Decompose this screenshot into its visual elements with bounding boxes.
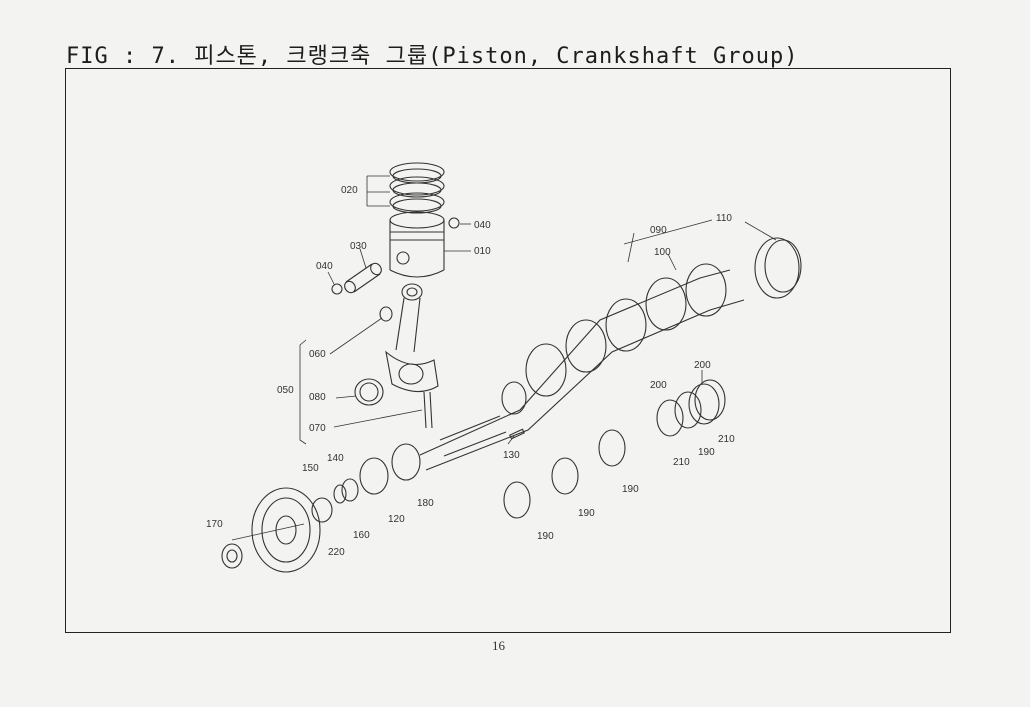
figure-title: FIG : 7. 피스톤, 크랭크축 그룹(Piston, Crankshaft…	[66, 44, 799, 69]
callout-210-right: 210	[718, 434, 735, 445]
callout-140: 140	[327, 453, 344, 464]
snap-ring-left-drawing	[331, 283, 343, 295]
connecting-rod-drawing	[354, 283, 439, 429]
callout-labels: 020 040 010 030 040 090 110 100 060 050 …	[206, 185, 735, 558]
callout-130: 130	[503, 450, 520, 461]
figure-frame	[65, 68, 951, 633]
callout-110: 110	[716, 213, 732, 224]
callout-200-top: 200	[694, 360, 711, 371]
callout-170: 170	[206, 519, 223, 530]
callout-120: 120	[388, 514, 405, 525]
callout-160: 160	[353, 530, 370, 541]
callout-190-mid: 190	[622, 484, 639, 495]
piston-rings-drawing	[389, 162, 445, 214]
callout-220: 220	[328, 547, 345, 558]
callout-190-lower: 190	[578, 508, 595, 519]
crankshaft-drawing	[419, 263, 745, 471]
callout-070: 070	[309, 423, 326, 434]
main-bearings-drawing	[503, 391, 702, 519]
callout-020: 020	[341, 185, 358, 196]
callout-100: 100	[654, 247, 671, 258]
callout-200-left: 200	[650, 380, 667, 391]
piston-drawing	[389, 211, 445, 278]
callout-150: 150	[302, 463, 319, 474]
page-number: 16	[492, 638, 505, 653]
piston-pin-drawing	[344, 262, 382, 294]
callout-190-bottom: 190	[537, 531, 554, 542]
thrust-washers-drawing	[688, 379, 726, 425]
callout-040-pin-ring: 040	[316, 261, 333, 272]
key-drawing	[509, 428, 525, 440]
snap-ring-right-drawing	[448, 217, 460, 229]
callout-030: 030	[350, 241, 367, 252]
callout-080: 080	[309, 392, 326, 403]
callout-010: 010	[474, 246, 491, 257]
callout-050: 050	[277, 385, 294, 396]
callout-040-snap-ring: 040	[474, 220, 491, 231]
callout-060: 060	[309, 349, 326, 360]
callout-180: 180	[417, 498, 434, 509]
callout-190-thrust: 190	[698, 447, 715, 458]
crank-gear-drawing	[333, 443, 421, 504]
callout-210-left: 210	[673, 457, 690, 468]
thrust-bearing-drawing	[754, 237, 802, 299]
callout-090: 090	[650, 225, 667, 236]
